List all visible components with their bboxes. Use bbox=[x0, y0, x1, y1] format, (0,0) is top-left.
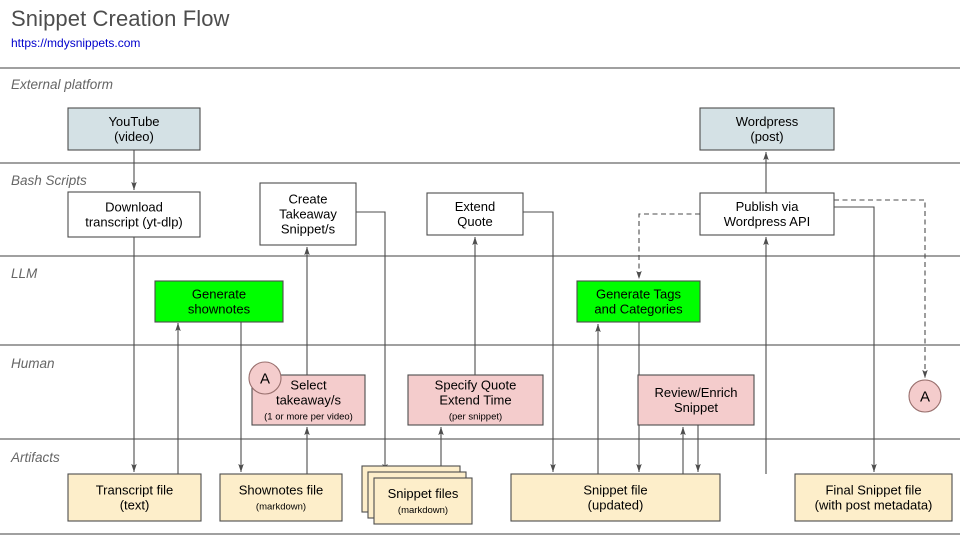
node-label-line: Shownotes file bbox=[239, 483, 324, 498]
node-label-line: shownotes bbox=[188, 302, 251, 317]
node-label-line: Wordpress API bbox=[724, 214, 810, 229]
node-label-line: (video) bbox=[114, 129, 154, 144]
node-label-line: Select bbox=[290, 378, 327, 393]
node-box bbox=[67, 191, 201, 238]
node-label-line: Snippet/s bbox=[281, 222, 336, 237]
node-box bbox=[219, 473, 343, 522]
node-label-line: Generate bbox=[192, 287, 246, 302]
lane-label-llm: LLM bbox=[11, 266, 38, 281]
node-label-line: Publish via bbox=[736, 199, 800, 214]
node-wordpress[interactable]: Wordpress(post) bbox=[699, 107, 835, 151]
node-label-line: Final Snippet file bbox=[825, 483, 921, 498]
node-label-line: Snippet files bbox=[388, 486, 459, 501]
node-box bbox=[259, 182, 357, 246]
node-snippet-file-updated[interactable]: Snippet file(updated) bbox=[510, 473, 721, 522]
page-title: Snippet Creation Flow bbox=[11, 6, 230, 31]
edge-publish-to-final-snippet-file bbox=[834, 206, 877, 473]
node-label-line: (post) bbox=[750, 129, 783, 144]
node-youtube[interactable]: YouTube(video) bbox=[67, 107, 201, 151]
node-label-line: (per snippet) bbox=[449, 412, 502, 423]
node-label-line: Review/Enrich bbox=[654, 385, 737, 400]
connector-circle bbox=[908, 379, 942, 413]
node-label-line: Snippet file bbox=[583, 483, 647, 498]
node-box bbox=[67, 107, 201, 151]
offpage-connector-a-left[interactable]: A bbox=[248, 361, 282, 395]
node-shownotes-file[interactable]: Shownotes file (markdown) bbox=[219, 473, 343, 522]
node-label-line: Extend Time bbox=[439, 393, 511, 408]
node-box bbox=[699, 192, 835, 236]
node-label-line: Create bbox=[288, 192, 327, 207]
node-box bbox=[510, 473, 721, 522]
node-box bbox=[576, 280, 701, 323]
node-box bbox=[154, 280, 284, 323]
node-label-line: Snippet bbox=[674, 400, 718, 415]
node-label-line: Generate Tags bbox=[596, 287, 682, 302]
node-box bbox=[426, 192, 524, 236]
lane-dividers bbox=[0, 67, 960, 535]
node-box bbox=[407, 374, 544, 426]
node-label-line: Takeaway bbox=[279, 207, 337, 222]
edge-publish-to-connector-a-dashed bbox=[834, 199, 928, 379]
node-box bbox=[373, 477, 473, 525]
node-box bbox=[699, 107, 835, 151]
node-label-line: (1 or more per video) bbox=[264, 412, 353, 423]
nodes-layer: YouTube(video) Wordpress(post) Downloadtra… bbox=[67, 107, 953, 525]
page-url-link[interactable]: https://mdysnippets.com bbox=[11, 36, 141, 50]
node-label-line: (text) bbox=[120, 498, 150, 513]
lane-label-artifacts: Artifacts bbox=[10, 450, 60, 465]
node-label-line: (with post metadata) bbox=[815, 498, 933, 513]
edge-publish-to-generate-tags-dashed bbox=[636, 213, 700, 280]
lane-label-human: Human bbox=[11, 356, 55, 371]
node-label-line: Download bbox=[105, 200, 163, 215]
offpage-connector-a-right[interactable]: A bbox=[908, 379, 942, 413]
connector-letter: A bbox=[260, 371, 270, 388]
node-snippet-files[interactable]: Snippet files (markdown) bbox=[361, 465, 473, 525]
node-label-line: Quote bbox=[457, 214, 492, 229]
node-final-snippet-file[interactable]: Final Snippet file(with post metadata) bbox=[794, 473, 953, 522]
node-label-line: YouTube bbox=[108, 114, 159, 129]
edge-create-takeaway-to-snippet-files bbox=[356, 211, 388, 473]
node-label-line: Specify Quote bbox=[435, 378, 517, 393]
connector-letter: A bbox=[920, 389, 930, 406]
node-box bbox=[794, 473, 953, 522]
node-label-line: Wordpress bbox=[736, 114, 799, 129]
node-label-line: transcript (yt-dlp) bbox=[85, 215, 183, 230]
offpage-connectors-layer: AA bbox=[248, 361, 942, 413]
edge-extend-quote-to-snippet-file-updated bbox=[523, 211, 556, 473]
node-label-line: (markdown) bbox=[256, 502, 306, 513]
node-box bbox=[67, 473, 202, 522]
node-transcript-file[interactable]: Transcript file(text) bbox=[67, 473, 202, 522]
node-label-line: (updated) bbox=[588, 498, 644, 513]
node-label-line: takeaway/s bbox=[276, 393, 342, 408]
node-label-line: Transcript file bbox=[96, 483, 174, 498]
lane-label-external-platform: External platform bbox=[11, 77, 113, 92]
node-box bbox=[637, 374, 755, 426]
lane-label-bash-scripts: Bash Scripts bbox=[11, 173, 87, 188]
node-label-line: and Categories bbox=[594, 302, 683, 317]
connector-circle bbox=[248, 361, 282, 395]
node-label-line: (markdown) bbox=[398, 505, 448, 516]
node-label-line: Extend bbox=[455, 199, 495, 214]
